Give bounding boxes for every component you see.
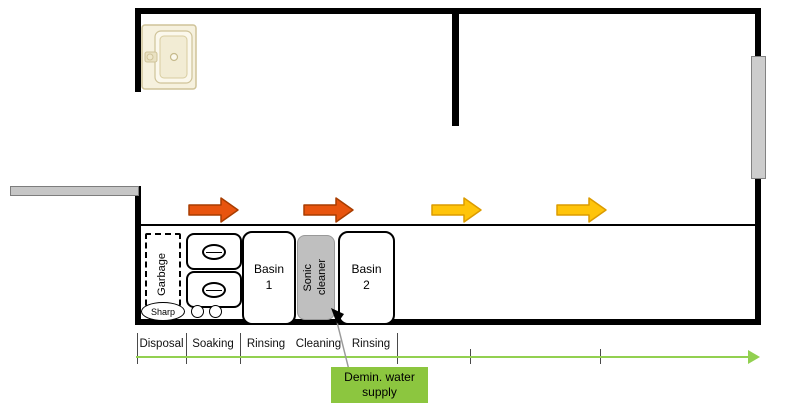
timeline-arrow-icon xyxy=(748,350,760,364)
sonic-cleaner: Sonic cleaner xyxy=(297,235,335,320)
scale-tick xyxy=(137,333,138,364)
soaking-sink-1 xyxy=(186,233,242,270)
drain-icon xyxy=(202,281,226,298)
flow-arrow-yellow-icon xyxy=(431,197,482,223)
process-timeline xyxy=(136,356,748,358)
tap-knob-icon xyxy=(191,305,204,318)
soaking-sink-2 xyxy=(186,271,242,308)
sharps-container-label: Sharp xyxy=(150,306,176,317)
sonic-cleaner-label-line1: Sonic xyxy=(302,263,315,292)
wall-bottom xyxy=(135,319,761,325)
sharps-container: Sharp xyxy=(141,302,185,321)
window xyxy=(751,56,766,179)
scale-tick xyxy=(186,333,187,364)
counter-edge xyxy=(141,224,755,226)
basin-2-label-line2: 2 xyxy=(363,278,370,292)
wall-partition xyxy=(452,8,459,126)
flow-arrow-orange-icon xyxy=(303,197,354,223)
basin-2-label-line1: Basin xyxy=(351,262,382,277)
tap-knob-icon xyxy=(209,305,222,318)
drain-icon xyxy=(202,243,226,260)
stage-label-cleaning: Cleaning xyxy=(295,338,342,350)
stage-label-rinsing-1: Rinsing xyxy=(246,338,286,350)
demin-water-supply-label: Demin. water supply xyxy=(331,367,428,403)
sink-icon xyxy=(141,24,197,90)
wall-left-upper xyxy=(135,8,141,92)
basin-1-label-line1: Basin xyxy=(253,262,285,277)
basin-1-label-line2: 1 xyxy=(265,278,273,292)
wall-left-lower xyxy=(135,186,141,325)
stage-label-soaking: Soaking xyxy=(192,338,234,350)
flow-arrow-orange-icon xyxy=(188,197,239,223)
callout-arrow-icon xyxy=(331,308,350,371)
scale-tick xyxy=(240,333,241,364)
door-leaf xyxy=(10,186,139,196)
basin-1: Basin 1 xyxy=(242,231,296,325)
wall-top xyxy=(135,8,761,14)
demin-label-line1: Demin. water xyxy=(344,370,415,384)
scale-tick xyxy=(397,333,398,364)
stage-label-disposal: Disposal xyxy=(139,338,184,350)
garbage-bin-label: Garbage xyxy=(156,252,169,296)
demin-label-line2: supply xyxy=(362,385,397,399)
stage-label-rinsing-2: Rinsing xyxy=(351,338,391,350)
sonic-cleaner-label-line2: cleaner xyxy=(316,259,328,296)
flow-arrow-yellow-icon xyxy=(556,197,607,223)
basin-2: Basin 2 xyxy=(338,231,395,325)
